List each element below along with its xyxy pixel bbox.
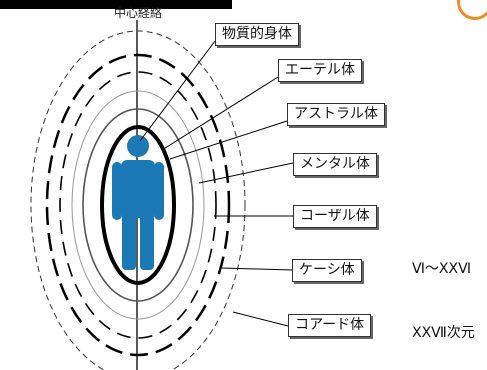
dimension-range-label: Ⅵ～ⅩⅩⅥ (412, 261, 472, 277)
label-astral-body: アストラル体 (287, 103, 385, 126)
label-casey-body: ケーシ体 (292, 259, 362, 282)
leader-line-mental (198, 162, 294, 184)
leader-line-coard (232, 311, 289, 327)
leader-line-casey (221, 267, 293, 271)
ellipse-mental-body (71, 90, 205, 320)
label-physical-body: 物質的身体 (215, 23, 299, 46)
ellipse-coard-body (30, 30, 246, 370)
label-etheric-body: エーテル体 (278, 59, 362, 82)
dimension-level-label: ⅩⅩⅦ次元 (412, 325, 475, 341)
leader-line-astral (169, 120, 288, 160)
label-coard-body: コアード体 (288, 314, 372, 337)
header-bar (0, 0, 232, 9)
leader-line-physical (139, 40, 216, 142)
label-causal-body: コーザル体 (293, 205, 377, 228)
ellipse-casey-body (45, 53, 231, 357)
human-figure-icon (112, 135, 164, 270)
ellipse-causal-body (59, 71, 217, 339)
ellipse-astral-body (82, 108, 194, 302)
ellipse-etheric-body (100, 125, 176, 285)
leader-line-etheric (161, 76, 279, 151)
label-mental-body: メンタル体 (293, 153, 377, 176)
central-meridian-label: 中心経絡 (113, 6, 162, 20)
